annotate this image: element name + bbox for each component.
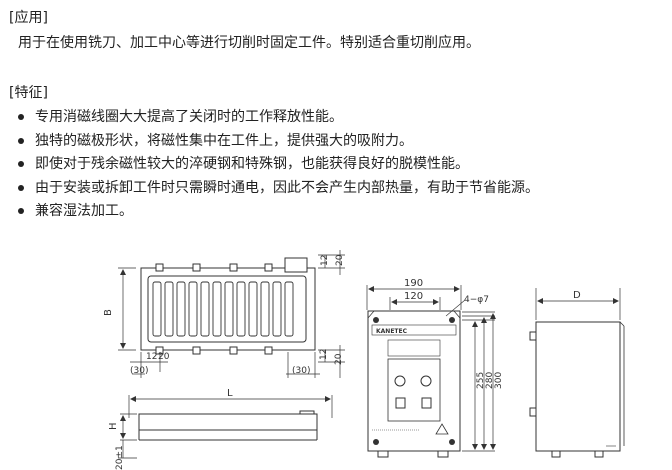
feature-item: 兼容湿法加工。 <box>0 202 539 226</box>
dim-12-bottom: 12 <box>146 352 157 362</box>
chuck-top-view <box>118 250 345 378</box>
dim-l-label: L <box>227 388 233 399</box>
feature-item: 即使对于残余磁性较大的淬硬钢和特殊钢，也能获得良好的脱模性能。 <box>0 155 539 179</box>
dim-30-right: (30) <box>292 366 310 376</box>
bullet-icon <box>18 184 24 191</box>
feature-text: 独特的磁极形状，将磁性集中在工件上，提供强大的吸附力。 <box>35 132 413 149</box>
application-text: 用于在使用铣刀、加工中心等进行切削时固定工件。特别适合重切削应用。 <box>18 35 480 51</box>
dim-b-label: B <box>103 309 114 316</box>
clamp-tabs <box>155 263 273 355</box>
switch-icon <box>395 397 406 409</box>
dim-d-label: D <box>573 290 581 301</box>
bullet-icon <box>18 161 24 167</box>
chuck-side-body <box>138 413 318 431</box>
brand-logo: KANETEC <box>376 328 408 335</box>
dim-280-label: 280 <box>485 372 495 389</box>
switch-icon <box>421 397 432 409</box>
dim-20-right: 20 <box>334 353 344 365</box>
application-heading: [应用] <box>9 10 48 26</box>
dim-20pm1-label: 20±1 <box>115 445 125 470</box>
bullet-icon <box>18 137 24 144</box>
feature-text: 由于安装或拆卸工件时只需瞬时通电，因此不会产生内部热量，有助于节省能源。 <box>35 179 539 196</box>
chuck-pole-plate <box>147 275 307 343</box>
dim-12-top: 12 <box>320 255 330 266</box>
terminal-box <box>284 257 308 273</box>
dim-30-left: (30) <box>130 366 148 376</box>
controller-front-view <box>366 285 496 458</box>
controller-side-view <box>529 288 625 458</box>
feature-text: 专用消磁线圈大大提高了关闭时的工作释放性能。 <box>35 109 343 125</box>
dim-20-bottom: 20 <box>158 352 170 362</box>
dim-hole-label: 4−φ7 <box>464 295 489 305</box>
knob-icon <box>420 375 432 387</box>
feature-text: 兼容湿法加工。 <box>35 203 133 219</box>
bullet-icon <box>18 114 24 120</box>
controller-side-body <box>535 321 621 452</box>
feature-list: 专用消磁线圈大大提高了关闭时的工作释放性能。 独特的磁极形状，将磁性集中在工件上… <box>0 108 539 226</box>
knob-icon <box>394 375 406 387</box>
feature-item: 独特的磁极形状，将磁性集中在工件上，提供强大的吸附力。 <box>0 132 539 156</box>
dim-255-label: 255 <box>476 372 486 389</box>
feature-item: 专用消磁线圈大大提高了关闭时的工作释放性能。 <box>0 108 539 132</box>
feature-text: 即使对于残余磁性较大的淬硬钢和特殊钢，也能获得良好的脱模性能。 <box>35 156 469 172</box>
dim-300-label: 300 <box>494 372 504 389</box>
dim-190-label: 190 <box>404 278 423 289</box>
feature-item: 由于安装或拆卸工件时只需瞬时通电，因此不会产生内部热量，有助于节省能源。 <box>0 179 539 203</box>
mounting-holes <box>373 317 455 445</box>
warning-icon <box>435 423 449 435</box>
pole-slots <box>152 281 294 337</box>
bullet-icon <box>18 208 24 214</box>
dim-20-top: 20 <box>335 254 345 266</box>
dim-120-label: 120 <box>404 291 423 302</box>
chuck-side-view <box>118 395 333 459</box>
controller-body <box>367 310 461 452</box>
dim-12-right: 12 <box>319 349 329 360</box>
features-heading: [特征] <box>9 85 48 101</box>
dim-h-label: H <box>108 422 119 430</box>
chuck-body <box>140 267 316 351</box>
